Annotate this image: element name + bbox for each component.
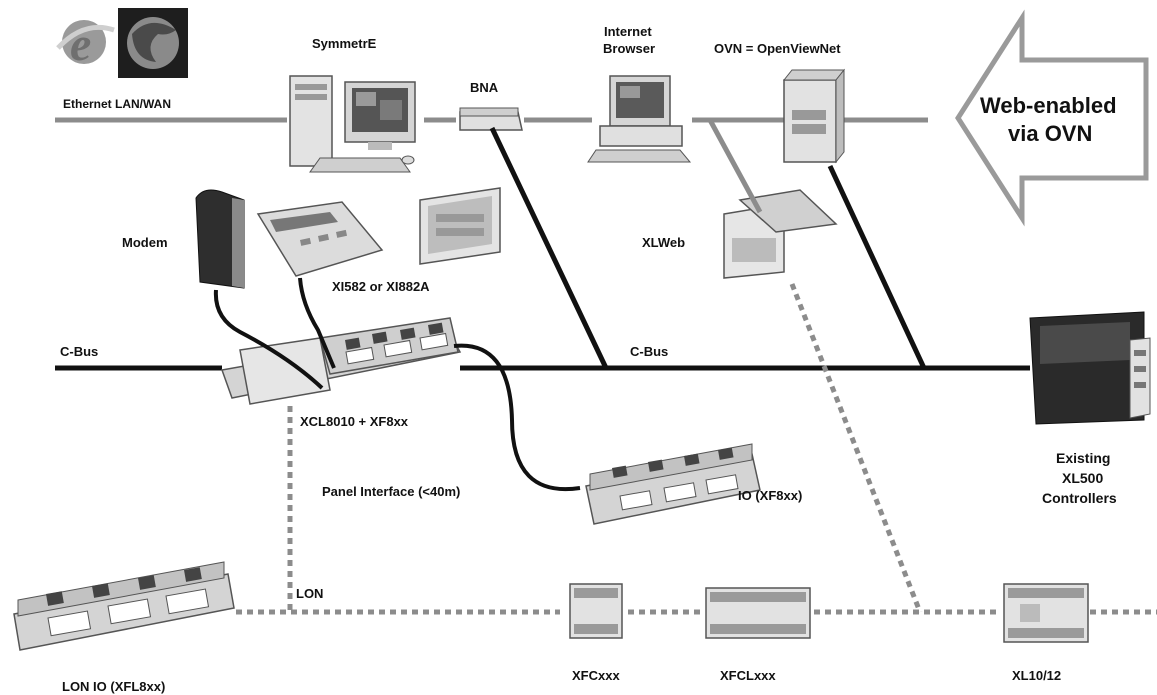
xi582-label: XI582 or XI882A: [332, 279, 430, 294]
xfclxxx-label: XFCLxxx: [720, 668, 776, 683]
ethernet-label: Ethernet LAN/WAN: [63, 97, 171, 111]
bna-label: BNA: [470, 80, 499, 95]
xl1012-device: [1003, 583, 1089, 643]
xfclxxx-device: [705, 587, 811, 639]
existing-label-1: Existing: [1056, 450, 1110, 466]
xl1012-label: XL10/12: [1012, 668, 1061, 683]
lon-label: LON: [296, 586, 323, 601]
xi582-panel: [256, 201, 384, 277]
svg-text:e: e: [70, 18, 91, 71]
ovn-cbus-link: [827, 164, 927, 370]
xfcxxx-device: [569, 583, 623, 639]
xlweb-lon-link: [789, 283, 923, 613]
ie-icon: e: [56, 18, 115, 71]
panel-cable: [298, 277, 336, 369]
modem-cable: [213, 289, 324, 390]
xcl8010-controller: [220, 317, 462, 405]
existing-label-2: XL500: [1062, 470, 1103, 486]
xlweb-device: [723, 189, 838, 279]
xcl8010-label: XCL8010 + XF8xx: [300, 414, 409, 429]
modem-device: [195, 189, 245, 289]
io-xf8xx-module: [585, 443, 761, 525]
ovn-server: [782, 68, 846, 164]
cbus-label-left: C-Bus: [60, 344, 98, 359]
panel-interface-cable: [453, 343, 581, 492]
xl500-controller: [1029, 311, 1151, 425]
panel-interface-label: Panel Interface (<40m): [322, 484, 460, 499]
cbus-label-right: C-Bus: [630, 344, 668, 359]
existing-label-3: Controllers: [1042, 490, 1117, 506]
web-enabled-label-1: Web-enabled: [980, 93, 1117, 118]
xlweb-ethernet-link: [707, 118, 763, 214]
web-enabled-label-2: via OVN: [1008, 121, 1092, 146]
firefox-icon: [118, 8, 188, 78]
modem-label: Modem: [122, 235, 168, 250]
internet-browser-workstation: [587, 75, 692, 163]
internet-label-1: Internet: [604, 24, 652, 39]
symmetre-label: SymmetrE: [312, 36, 377, 51]
lon-io-label: LON IO (XFL8xx): [62, 679, 165, 694]
symmetre-workstation: [289, 75, 416, 173]
xfcxxx-label: XFCxxx: [572, 668, 620, 683]
io-xf8xx-label: IO (XF8xx): [738, 488, 802, 503]
ovn-label: OVN = OpenViewNet: [714, 41, 841, 56]
xlweb-label: XLWeb: [642, 235, 685, 250]
bna-cbus-link: [489, 126, 609, 370]
lon-io-module: [13, 561, 235, 651]
browser-label-2: Browser: [603, 41, 655, 56]
web-enabled-arrow: [955, 9, 1149, 227]
xi882a-panel: [419, 187, 501, 265]
bna-device: [459, 107, 523, 131]
